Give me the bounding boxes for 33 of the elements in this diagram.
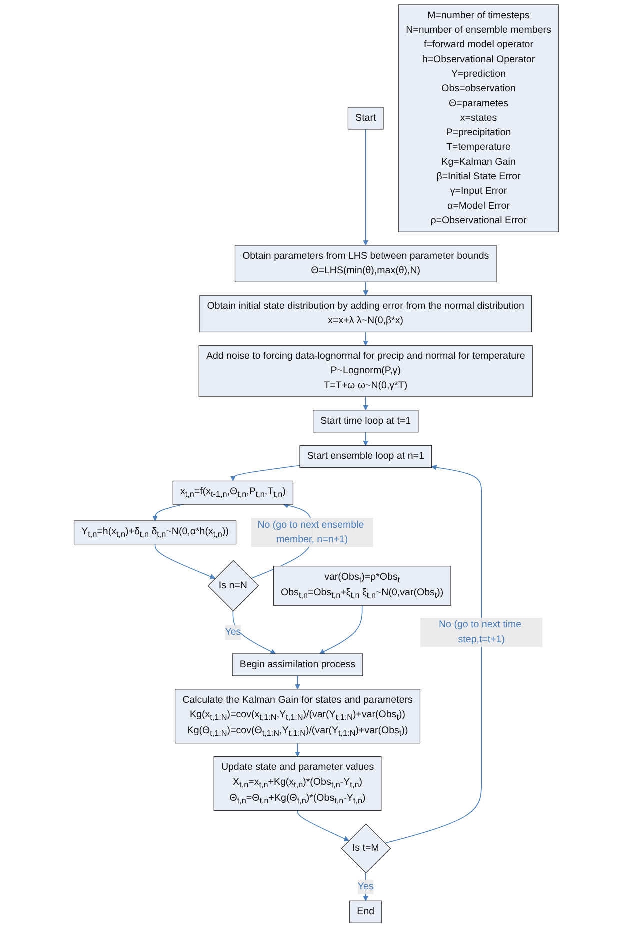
node-box: Add noise to forcing data-lognormal for precip and normal for temperature P~Lognorm(P,γ) T=T+ω ω~N(0,γ*T) bbox=[198, 345, 533, 398]
node-box: Begin assimilation process bbox=[232, 654, 364, 676]
arrow bbox=[363, 129, 369, 246]
node-box: x$_{t,n}$=f(x$_{t-1,n}$,Θ$_{t,n}$,P$_{t,n}$,T$_{t,n}$) bbox=[172, 480, 294, 505]
arrow bbox=[232, 610, 276, 654]
node-box: Update state and parameter values X$_{t,n}$=x$_{t,n}$+Kg(x$_{t,n}$)*(Obs$_{t,n}$-Y$_{t,n}$) Θ$_{t,n}$=Θ$_{t,n}$+Kg(Θ$_{t,n}$)*(Obs$_{t,n}$-Y$_{t,n}$) bbox=[214, 756, 382, 812]
arrow bbox=[319, 605, 363, 654]
arrow bbox=[295, 742, 300, 758]
node-box: var(Obs$_{t}$)=ρ*Obs$_{t}$ Obs$_{t,n}$=Obs$_{t,n}$+ξ$_{t,n}$ ξ$_{t,n}$~N(0,var(Obs$_{t}$)) bbox=[273, 566, 452, 606]
node-diamond: Is n=N bbox=[208, 560, 260, 612]
node-box: Obtain initial state distribution by adding error from the normal distribution x=x+λ λ~N(0,β*x) bbox=[200, 295, 532, 333]
arrow bbox=[295, 676, 300, 690]
node-box: Calculate the Kalman Gain for states and parameters Kg(x$_{t,1:N}$)=cov(x$_{t,1:N}$,Y$_{t,1:N}$)/(var(Y$_{t,1:N}$)+var(Obs$_{t}$)) Kg(Θ$_{t,1:N}$)=cov(Θ$_{t,1:N}$,Y$_{t,1:N}$)/(var(Y$_{t,1:N}$)+var(Obs$_{t}$)) bbox=[174, 689, 421, 744]
node-box: Start time loop at t=1 bbox=[313, 410, 419, 433]
node-box: M=number of timesteps N=number of ensemble members f=forward model operator h=Observational Operator Y=prediction Obs=observation Θ=parametes x=states P=precipitation T=temperature Kg=Kalman Gain β=Initial State Error γ=Input Error α=Model Error ρ=Observational Error bbox=[398, 4, 560, 232]
edge-label: No (go to next ensemble member, n=n+1) bbox=[258, 520, 364, 545]
node-box: Obtain parameters from LHS between parameter bounds Θ=LHS(min(θ),max(θ),N) bbox=[234, 245, 497, 282]
arrow bbox=[230, 465, 300, 482]
arrow bbox=[154, 544, 216, 580]
node-box: Y$_{t,n}$=h(x$_{t,n}$)+δ$_{t,n}$ δ$_{t,n}$~N(0,α*h(x$_{t,n}$)) bbox=[74, 520, 237, 545]
arrow bbox=[384, 464, 482, 844]
node-diamond: Is t=M bbox=[341, 824, 392, 874]
arrow bbox=[363, 282, 369, 296]
node-box: Start bbox=[348, 107, 384, 130]
node-box: End bbox=[350, 900, 382, 924]
arrow bbox=[363, 332, 369, 346]
node-box: Start ensemble loop at n=1 bbox=[300, 446, 432, 468]
edge-label: Yes bbox=[225, 627, 242, 638]
edge-label: No (go to next time step,t=t+1) bbox=[439, 620, 522, 645]
edge-label: Yes bbox=[358, 882, 374, 892]
arrow bbox=[363, 396, 369, 411]
arrow bbox=[297, 810, 350, 842]
arrow bbox=[363, 432, 369, 446]
